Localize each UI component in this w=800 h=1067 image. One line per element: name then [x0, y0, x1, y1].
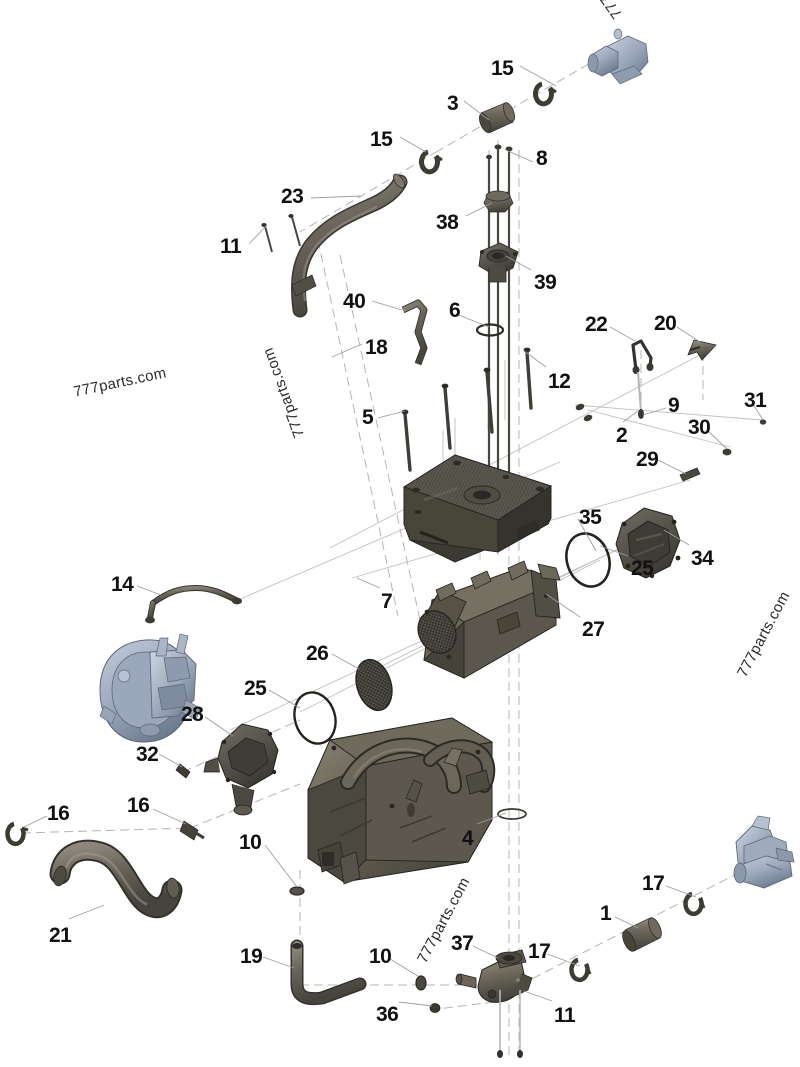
rod-9 — [637, 371, 644, 419]
callout-29[interactable]: 29 — [636, 448, 659, 471]
clamp-16-right — [179, 820, 205, 841]
o-ring-6 — [475, 323, 505, 337]
callout-9[interactable]: 9 — [668, 394, 680, 417]
coolant-tube-19 — [290, 939, 367, 1006]
callout-34[interactable]: 34 — [691, 547, 714, 570]
coolant-tube-23 — [291, 173, 408, 318]
callout-35[interactable]: 35 — [579, 506, 602, 529]
callout-10b[interactable]: 10 — [369, 945, 392, 968]
clamp-15-lower — [419, 149, 443, 175]
pump-connector-top — [587, 28, 649, 85]
bolt-36 — [429, 1003, 441, 1013]
coolant-hose-21 — [49, 839, 183, 919]
o-ring-35 — [565, 532, 611, 588]
bolts-11-lower — [497, 990, 523, 1058]
callout-16b[interactable]: 16 — [127, 794, 150, 817]
small-tube-40 — [401, 299, 428, 366]
washer-10-lower — [415, 975, 427, 991]
callout-4[interactable]: 4 — [462, 827, 474, 850]
callout-17a[interactable]: 17 — [528, 940, 551, 963]
callout-37[interactable]: 37 — [451, 932, 474, 955]
intake-manifold — [307, 717, 496, 885]
callout-11b[interactable]: 11 — [554, 1004, 576, 1027]
washer-10-upper — [289, 886, 305, 896]
callout-21[interactable]: 21 — [49, 924, 72, 947]
callout-38[interactable]: 38 — [436, 211, 459, 234]
bolt-32 — [175, 763, 191, 779]
water-pump-housing-lower — [733, 815, 795, 889]
callout-23[interactable]: 23 — [281, 185, 304, 208]
long-bolts-5 — [401, 347, 533, 472]
dowels-12-2 — [575, 403, 593, 422]
callout-28[interactable]: 28 — [181, 703, 204, 726]
callout-22[interactable]: 22 — [585, 313, 608, 336]
callout-30[interactable]: 30 — [688, 416, 711, 439]
callout-26[interactable]: 26 — [306, 642, 329, 665]
bracket-22 — [631, 339, 654, 374]
callout-19[interactable]: 19 — [240, 945, 263, 968]
dowels-29-30-31 — [679, 419, 767, 482]
callout-25a[interactable]: 25 — [631, 557, 654, 580]
callout-6[interactable]: 6 — [449, 299, 461, 322]
oil-line-14 — [145, 584, 242, 624]
callout-7[interactable]: 7 — [381, 590, 393, 613]
pump-inlet-cover-28 — [203, 723, 279, 816]
callout-25b[interactable]: 25 — [244, 677, 267, 700]
clip-20 — [687, 339, 717, 361]
water-pump-assembly-left — [99, 633, 201, 743]
callout-1[interactable]: 1 — [600, 902, 612, 925]
oil-cooler-cover — [402, 454, 553, 563]
callout-16a[interactable]: 16 — [47, 802, 70, 825]
callout-32[interactable]: 32 — [136, 743, 159, 766]
thermostat-housing-cover-34 — [615, 507, 681, 579]
callout-12[interactable]: 12 — [548, 370, 571, 393]
callout-40[interactable]: 40 — [343, 290, 366, 313]
callout-27[interactable]: 27 — [582, 618, 605, 641]
clamp-16-left — [5, 821, 29, 846]
clamp-17-right — [683, 891, 706, 916]
callout-36[interactable]: 36 — [376, 1003, 399, 1026]
callout-31[interactable]: 31 — [744, 389, 767, 412]
bolt-11-upper — [261, 214, 301, 253]
flange-39 — [478, 242, 519, 283]
callout-20[interactable]: 20 — [654, 312, 677, 335]
callout-11a[interactable]: 11 — [220, 235, 242, 258]
o-ring-25-lower — [293, 691, 337, 745]
sleeve-3 — [478, 102, 516, 134]
callout-15b[interactable]: 15 — [370, 128, 393, 151]
water-elbow-37 — [455, 949, 533, 1003]
callout-39[interactable]: 39 — [534, 271, 557, 294]
mesh-disc-26 — [355, 658, 393, 712]
callout-3[interactable]: 3 — [447, 92, 459, 115]
callout-8[interactable]: 8 — [536, 147, 548, 170]
clamp-17-left — [569, 957, 592, 982]
clamp-15-upper — [533, 81, 557, 107]
callout-5[interactable]: 5 — [362, 406, 374, 429]
oil-cooler-core — [417, 560, 561, 679]
callout-15a[interactable]: 15 — [491, 57, 514, 80]
callout-17b[interactable]: 17 — [642, 872, 665, 895]
callout-18[interactable]: 18 — [365, 336, 388, 359]
callout-2[interactable]: 2 — [616, 424, 628, 447]
callout-14[interactable]: 14 — [111, 573, 134, 596]
callout-10a[interactable]: 10 — [239, 831, 262, 854]
o-ring-4 — [497, 808, 527, 820]
sleeve-1 — [622, 917, 662, 952]
